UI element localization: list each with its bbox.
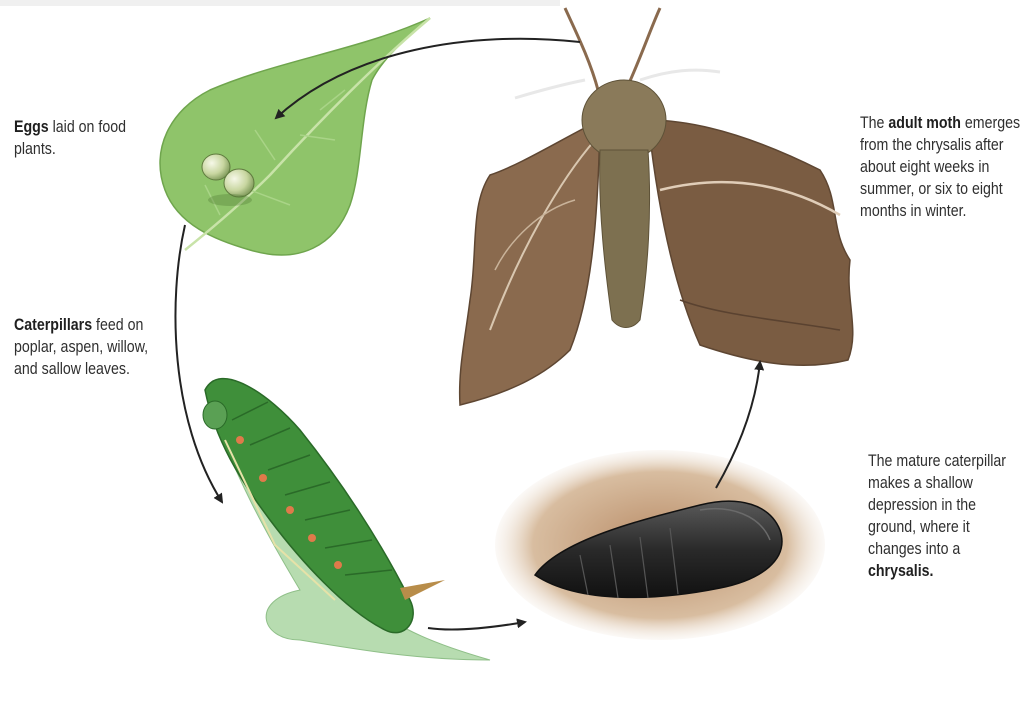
leaf-with-eggs — [160, 18, 430, 255]
caterpillar — [203, 379, 490, 660]
adult-moth — [460, 8, 853, 405]
caption-eggs: Eggs laid on food plants. — [14, 116, 165, 160]
caption-moth: The adult moth emerges from the chrysali… — [860, 112, 1028, 222]
caption-chrysalis-bold: chrysalis. — [868, 562, 933, 580]
caption-eggs-bold: Eggs — [14, 118, 49, 136]
egg-right-icon — [224, 169, 254, 197]
caption-moth-bold: adult moth — [888, 114, 961, 132]
top-strip — [0, 0, 560, 6]
caption-caterpillars: Caterpillars feed on poplar, aspen, will… — [14, 314, 162, 380]
caption-chrysalis-text: The mature caterpillar makes a shallow d… — [868, 452, 1006, 558]
chrysalis — [495, 450, 825, 640]
caption-chrysalis: The mature caterpillar makes a shallow d… — [868, 450, 1019, 582]
arrow-caterpillar-to-chrysalis — [428, 622, 525, 630]
caption-caterpillars-bold: Caterpillars — [14, 316, 92, 334]
arrow-eggs-to-caterpillar — [175, 225, 222, 502]
caption-moth-pre: The — [860, 114, 888, 132]
